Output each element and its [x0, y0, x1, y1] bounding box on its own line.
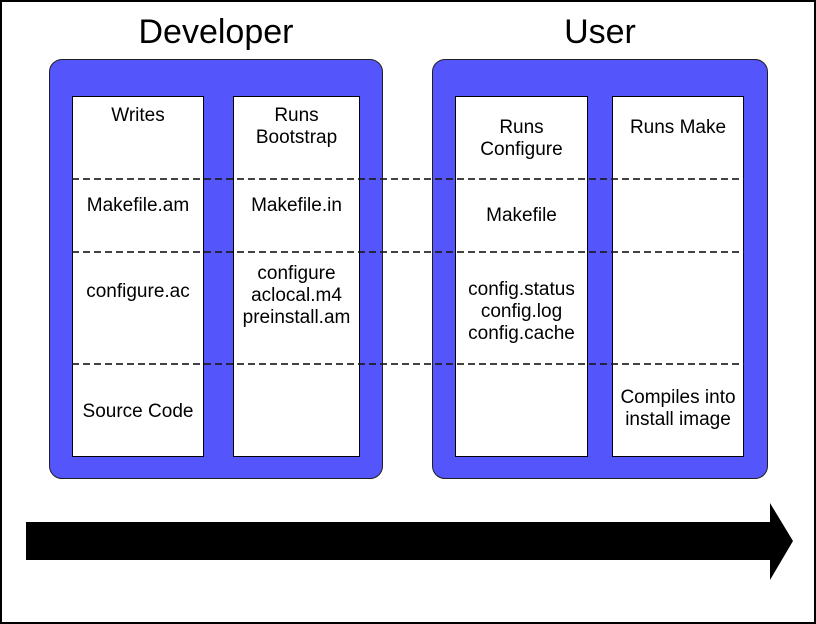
row-divider-2 — [72, 251, 744, 253]
cell-makefile-am: Makefile.am — [86, 195, 190, 216]
cell-writes: Writes — [111, 105, 165, 126]
cell-configure-ac: configure.ac — [86, 281, 190, 302]
cell-runs-bootstrap: Runs Bootstrap — [255, 105, 338, 148]
cell-source-code: Source Code — [82, 401, 194, 422]
developer-section-title: Developer — [138, 13, 294, 51]
row-divider-3 — [72, 363, 744, 365]
cell-runs-make: Runs Make — [629, 117, 727, 138]
user-section-title: User — [564, 13, 636, 51]
cell-generated-files: configure aclocal.m4 preinstall.am — [242, 263, 351, 328]
cell-compiles-into: Compiles into install image — [620, 387, 736, 430]
row-divider-1 — [72, 178, 744, 180]
developer-writes-column — [72, 96, 204, 457]
cell-makefile-in: Makefile.in — [251, 195, 342, 216]
developer-bootstrap-column — [233, 96, 360, 457]
user-configure-column — [455, 96, 588, 457]
cell-runs-configure: Runs Configure — [480, 117, 563, 160]
user-make-column — [612, 96, 744, 457]
cell-makefile: Makefile — [486, 205, 557, 226]
cell-config-outputs: config.status config.log config.cache — [468, 279, 575, 344]
